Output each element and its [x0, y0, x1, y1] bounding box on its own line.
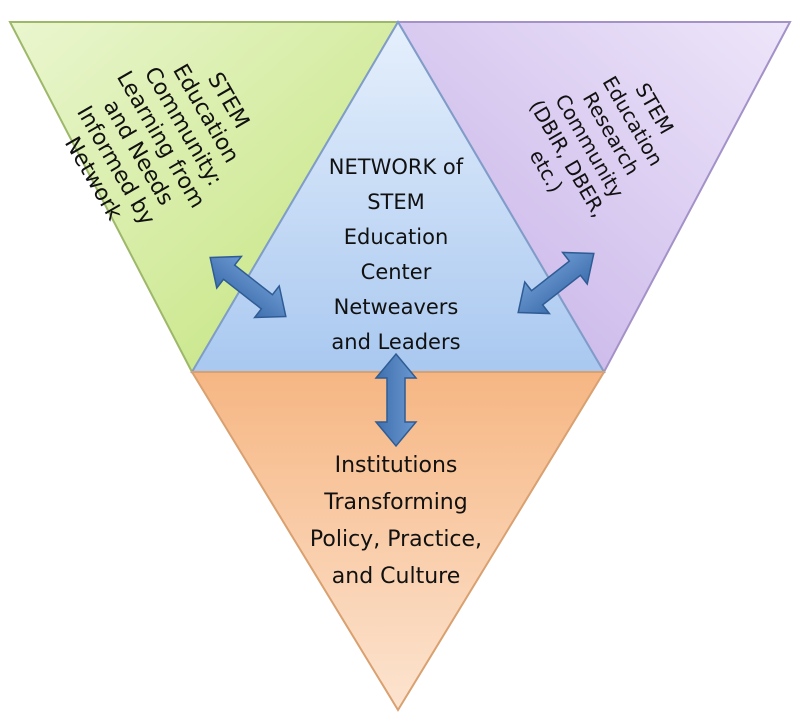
bottom-double-arrow	[374, 352, 418, 448]
center-label: NETWORK of STEM Education Center Netweav…	[296, 150, 496, 360]
bottom-label-line: and Culture	[331, 564, 461, 589]
center-label-line: STEM	[367, 190, 425, 214]
center-label-line: NETWORK of	[328, 155, 464, 179]
bottom-label-line: Institutions	[334, 453, 458, 478]
right-double-arrow	[517, 251, 595, 315]
bottom-label-line: Transforming	[324, 490, 468, 515]
bottom-label: Institutions Transforming Policy, Practi…	[276, 447, 516, 595]
center-label-line: Netweavers	[333, 295, 459, 319]
center-label-line: and Leaders	[331, 330, 461, 354]
center-label-line: Center	[360, 260, 432, 284]
center-label-line: Education	[343, 225, 449, 249]
left-double-arrow	[209, 255, 287, 319]
bottom-label-line: Policy, Practice,	[309, 527, 483, 552]
